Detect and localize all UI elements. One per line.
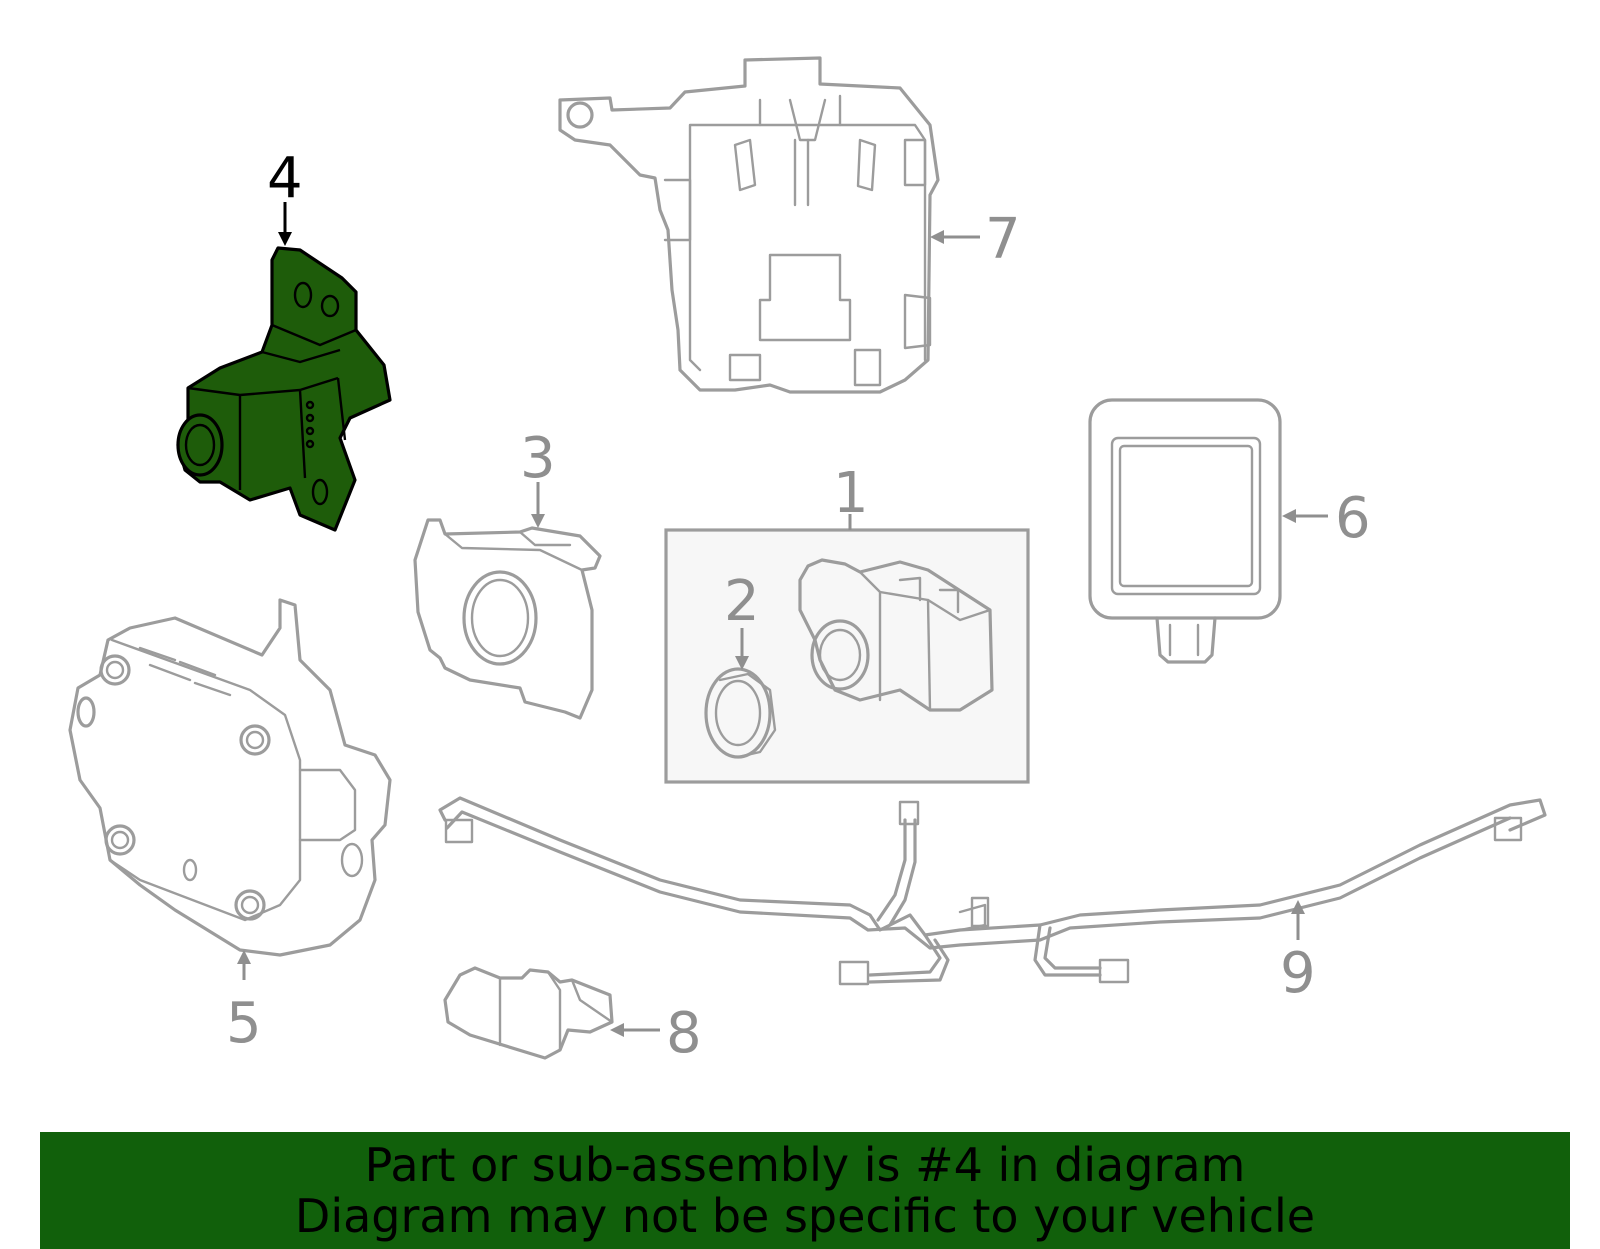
- part-4-camera[interactable]: [176, 246, 392, 532]
- part-1-sensor-kit[interactable]: [664, 528, 1030, 784]
- callout-7[interactable]: 7: [985, 207, 1021, 272]
- banner-background: [40, 1132, 1570, 1249]
- banner-line-part: Part or sub-assembly is #4 in diagram: [364, 1137, 1246, 1192]
- callout-9[interactable]: 9: [1280, 941, 1316, 1006]
- callout-5[interactable]: 5: [226, 991, 262, 1056]
- banner-line-disclaimer: Diagram may not be specific to your vehi…: [294, 1188, 1316, 1243]
- callout-4[interactable]: 4: [267, 146, 303, 211]
- callout-2[interactable]: 2: [724, 569, 760, 634]
- arrowhead-8: [610, 1023, 624, 1037]
- part-3-sensor-bracket[interactable]: [413, 518, 602, 720]
- arrowhead-5: [237, 950, 251, 964]
- arrowhead-3: [531, 514, 545, 528]
- arrowhead-4: [278, 232, 292, 246]
- arrowhead-6: [1282, 509, 1296, 523]
- info-banner: Part or sub-assembly is #4 in diagram Di…: [40, 1132, 1570, 1249]
- callout-3[interactable]: 3: [520, 426, 556, 491]
- callout-1[interactable]: 1: [833, 461, 869, 526]
- arrowhead-9: [1291, 900, 1305, 914]
- callout-6[interactable]: 6: [1335, 486, 1371, 551]
- part-6-module[interactable]: [1088, 398, 1282, 664]
- part-9-wiring-harness[interactable]: [438, 796, 1547, 986]
- callout-8[interactable]: 8: [666, 1001, 702, 1066]
- part-5-radar-module[interactable]: [68, 598, 392, 957]
- arrowhead-2: [735, 656, 749, 670]
- arrowhead-7: [930, 230, 944, 244]
- part-7-bracket[interactable]: [558, 56, 940, 394]
- part-8-clip[interactable]: [443, 966, 614, 1060]
